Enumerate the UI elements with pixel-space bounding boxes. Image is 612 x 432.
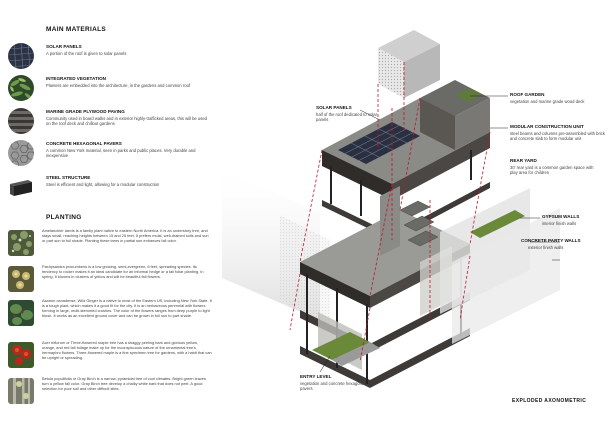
callout-entry-title: ENTRY LEVEL [300,374,332,379]
plywood-swatch [8,108,34,134]
plant-photo [8,378,34,404]
projection-lines [289,62,491,363]
plant-desc: Acer triflorum or Three-flowered maple t… [42,340,212,361]
material-item-plywood: MARINE GRADE PLYWOOD PAVING Community us… [8,108,213,138]
roof-mass [378,30,440,98]
callout-party-walls-title: CONCRETE PARTY WALLS [521,238,581,243]
solar-panel-array [338,122,420,164]
material-desc: A common New York material, seen in park… [46,148,196,159]
callout-entry-desc: vegetation and concrete hexagonal pavers [300,381,366,392]
material-name: INTEGRATED VEGETATION [46,76,106,81]
material-desc: Community used in board walks and in ext… [46,116,207,127]
material-name: MARINE GRADE PLYWOOD PAVING [46,109,125,114]
plant-photo [8,342,34,368]
callout-solar-desc: half of the roof dedicated to solar pane… [316,112,377,123]
planting-item: Amelanchier laevis is a family plant nat… [8,228,213,268]
planting-title: PLANTING [46,214,82,221]
material-name: CONCRETE HEXAGONAL PAVERS [46,141,122,146]
material-item-solar: SOLAR PANELS A portion of the roof is gi… [8,43,213,73]
diagram-title: EXPLODED AXONOMETRIC [512,398,587,404]
planting-item: Pachysandra procumbens is a low growing,… [8,264,213,304]
plant-photo [8,230,34,256]
callout-gypsum-title: GYPSUM WALLS [542,214,580,219]
material-name: SOLAR PANELS [46,44,82,49]
plant-photo [8,300,34,326]
callout-solar-title: SOLAR PANELS [316,105,352,110]
plant-desc: Amelanchier laevis is a family plant nat… [42,228,209,244]
planting-item: Betula populifolia or Gray Birch is a na… [8,376,213,416]
callout-party-walls-desc: exterior finish walls [528,245,564,250]
party-walls [440,188,560,344]
callout-rear-yard-title: REAR YARD [510,158,537,163]
plant-desc: Pachysandra procumbens is a low growing,… [42,264,204,280]
callout-rear-yard-desc: 30' rear yard is a common garden space w… [510,165,594,176]
material-name: STEEL STRUCTURE [46,175,91,180]
leader-lines [319,95,560,373]
material-item-pavers: CONCRETE HEXAGONAL PAVERS A common New Y… [8,140,213,170]
planting-item: Asarum canadense, Wild Ginger is a nativ… [8,298,213,338]
callout-roof-garden-desc: vegetation and marine grade wood deck [510,99,585,104]
neighbor-volume [222,170,330,325]
upper-module [322,80,490,240]
stair [399,200,439,247]
vegetation-swatch [8,75,34,101]
material-desc: Steel is efficient and light, allowing f… [46,182,160,187]
material-desc: Planters are embedded into the architect… [46,83,191,88]
material-item-steel: STEEL STRUCTURE Steel is efficient and l… [8,174,213,204]
steel-beam-icon [8,174,34,200]
plant-desc: Betula populifolia or Gray Birch is a na… [42,376,206,392]
entry-level [312,332,380,366]
material-item-vegetation: INTEGRATED VEGETATION Planters are embed… [8,75,213,105]
callout-roof-garden-title: ROOF GARDEN [510,92,545,97]
legend-panel: MAIN MATERIALS SOLAR PANELS A portion of… [0,0,215,432]
solar-panel-swatch [8,43,34,69]
plant-desc: Asarum canadense, Wild Ginger is a nativ… [42,298,212,319]
planting-item: Acer triflorum or Three-flowered maple t… [8,340,213,380]
callout-gypsum-desc: interior finish walls [542,221,577,226]
hex-pavers-swatch [8,140,34,166]
materials-title: MAIN MATERIALS [46,26,107,33]
callout-modular-desc: steel beams and columns pre-assembled wi… [510,131,605,142]
material-desc: A portion of the roof is given to solar … [46,51,127,56]
plant-photo [8,266,34,292]
rear-yard-green [470,210,525,238]
callout-modular-title: MODULAR CONSTRUCTION UNIT [510,124,584,129]
